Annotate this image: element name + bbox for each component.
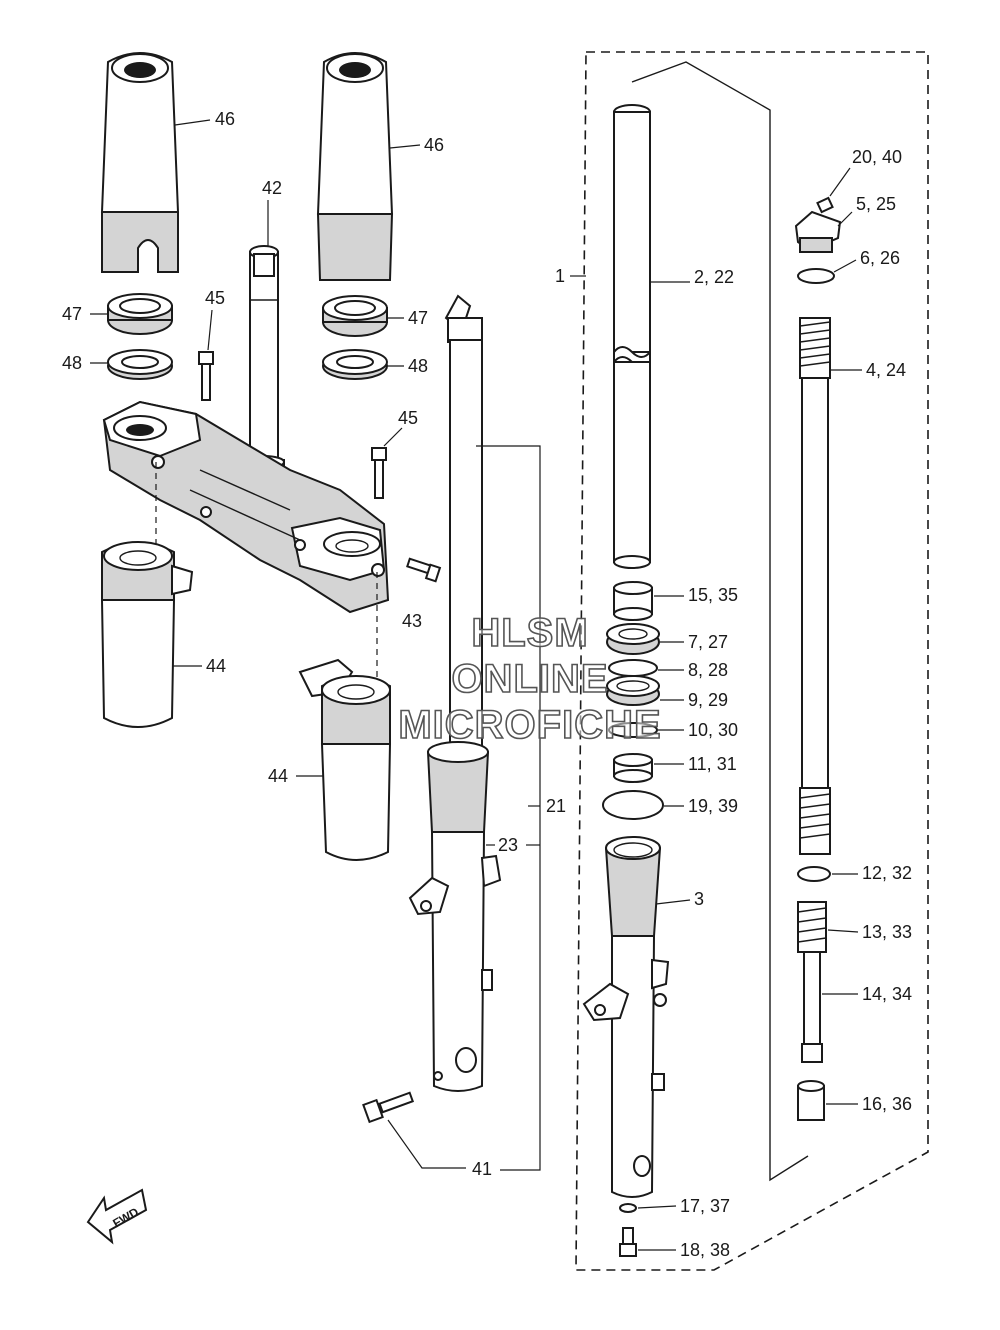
part-44-lower-cover-left [100,541,194,728]
label-4-24: 4, 24 [866,360,906,380]
label-18-38: 18, 38 [680,1240,730,1260]
label-48-right: 48 [408,356,428,376]
label-1: 1 [555,266,565,286]
part-21-fork-assembly [408,294,502,1092]
part-5-25-cap-bolt [794,210,842,253]
part-18-38-bolt [619,1227,637,1257]
label-47-left: 47 [62,304,82,324]
label-44-right: 44 [268,766,288,786]
part-44-lower-cover-right [298,658,392,861]
label-16-36: 16, 36 [862,1094,912,1114]
label-43: 43 [402,611,422,631]
label-6-26: 6, 26 [860,248,900,268]
label-42: 42 [262,178,282,198]
label-44-left: 44 [206,656,226,676]
part-lower-bracket [102,400,390,614]
label-9-29: 9, 29 [688,690,728,710]
label-46-right: 46 [424,135,444,155]
part-48-washer-left [107,349,173,380]
part-10-30-washer [608,722,658,738]
part-20-40-air-valve [816,196,834,214]
label-5-25: 5, 25 [856,194,896,214]
label-14-34: 14, 34 [862,984,912,1004]
part-14-34-damper-rod [801,951,823,1063]
label-23: 23 [498,835,518,855]
part-4-24-fork-spring [799,317,831,855]
label-2-22: 2, 22 [694,267,734,287]
label-10-30: 10, 30 [688,720,738,740]
part-6-26-o-ring [797,268,835,284]
label-41: 41 [472,1159,492,1179]
part-17-37-washer [619,1203,637,1213]
part-45-bolt-right [371,447,387,499]
part-11-31-bushing [613,753,653,783]
label-3: 3 [694,889,704,909]
part-43-bolt [406,557,442,583]
part-9-29-oil-seal [606,675,660,706]
watermark: HLSM ONLINE MICROFICHE [330,610,730,748]
part-13-33-rebound-spring [797,901,827,953]
part-19-39-o-ring [602,790,664,820]
watermark-line-2: ONLINE [451,656,609,702]
label-7-27: 7, 27 [688,632,728,652]
watermark-line-1: HLSM [471,610,589,656]
label-8-28: 8, 28 [688,660,728,680]
watermark-line-3: MICROFICHE [398,702,662,748]
part-3-outer-tube [582,836,670,1198]
part-2-22-inner-tube [613,104,651,569]
part-41-bolt [362,1091,415,1124]
label-46-left: 46 [215,109,235,129]
label-47-right: 47 [408,308,428,328]
label-19-39: 19, 39 [688,796,738,816]
label-12-32: 12, 32 [862,863,912,883]
label-21: 21 [546,796,566,816]
part-46-upper-cover-right [316,52,394,281]
label-45-left: 45 [205,288,225,308]
label-13-33: 13, 33 [862,922,912,942]
label-48-left: 48 [62,353,82,373]
part-47-seal-left [107,293,173,335]
fwd-arrow-icon [86,1188,148,1245]
label-11-31: 11, 31 [688,754,737,774]
part-48-washer-right [322,349,388,380]
label-45-right: 45 [398,408,418,428]
part-12-32-spacer [797,866,831,882]
part-16-36-oil-lock-piece [797,1080,825,1121]
label-17-37: 17, 37 [680,1196,730,1216]
part-47-seal-right [322,295,388,337]
part-46-upper-cover-left [100,52,180,273]
part-45-bolt-left [198,351,214,401]
label-20-40: 20, 40 [852,147,902,167]
part-7-27-dust-seal [606,623,660,655]
label-15-35: 15, 35 [688,585,738,605]
part-15-35-bushing [613,581,653,621]
